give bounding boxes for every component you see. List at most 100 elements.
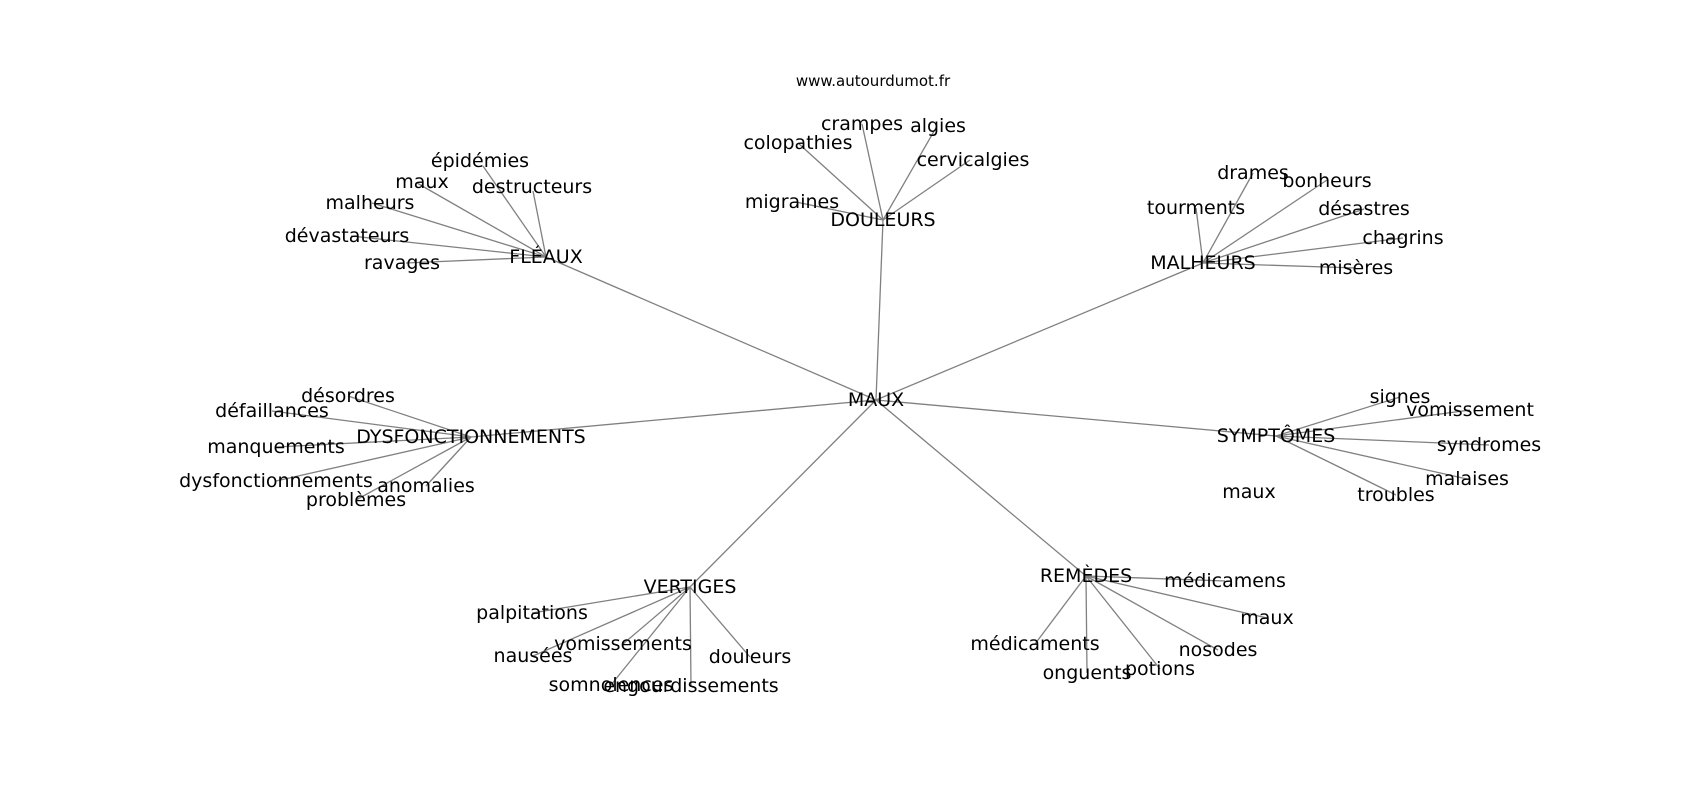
edge-dysfonctionnements-manquements bbox=[275, 436, 472, 448]
source-label: www.autourdumot.fr bbox=[796, 72, 951, 90]
edge-center-douleurs bbox=[875, 219, 884, 401]
edge-symptomes-signes bbox=[1275, 396, 1401, 437]
group-node-symptomes: SYMPTÔMES bbox=[1217, 423, 1336, 447]
edge-symptomes-troubles bbox=[1275, 435, 1397, 496]
leaf-node-malheurs-desastres: désastres bbox=[1318, 198, 1410, 220]
leaf-node-malheurs-bonheurs: bonheurs bbox=[1282, 170, 1371, 192]
edge-remedes-medicaments bbox=[1034, 575, 1087, 645]
leaf-node-remedes-nosodes: nosodes bbox=[1179, 639, 1258, 661]
edge-dysfonctionnements-problemes bbox=[355, 436, 472, 501]
leaf-node-remedes-medicaments: médicaments bbox=[970, 633, 1099, 655]
leaf-node-symptomes-signes: signes bbox=[1370, 386, 1431, 408]
edge-fleaux-ravages bbox=[405, 256, 547, 264]
edge-center-symptomes bbox=[875, 399, 1277, 437]
edge-center-fleaux bbox=[545, 256, 877, 401]
edge-vertiges-vomissements bbox=[622, 586, 691, 645]
edge-remedes-onguents bbox=[1085, 575, 1088, 674]
leaf-node-douleurs-algies: algies bbox=[910, 115, 966, 137]
edge-malheurs-chagrins bbox=[1202, 237, 1404, 264]
leaf-node-remedes-maux: maux bbox=[1240, 607, 1293, 629]
leaf-node-fleaux-destructeurs: destructeurs bbox=[472, 176, 592, 198]
leaf-node-vertiges-engourdissements: engourdissements bbox=[603, 675, 778, 697]
leaf-node-vertiges-nausees: nausées bbox=[494, 645, 573, 667]
leaf-node-douleurs-crampes: crampes bbox=[821, 113, 903, 135]
edge-symptomes-malaises bbox=[1275, 435, 1468, 480]
leaf-node-remedes-potions: potions bbox=[1125, 658, 1195, 680]
leaf-node-symptomes-malaises: malaises bbox=[1425, 468, 1509, 490]
edge-symptomes-vomissement bbox=[1275, 409, 1471, 437]
edge-malheurs-tourments bbox=[1195, 207, 1204, 264]
leaf-node-fleaux-ravages: ravages bbox=[364, 252, 440, 274]
edge-malheurs-drames bbox=[1202, 172, 1254, 264]
leaf-node-symptomes-maux: maux bbox=[1222, 481, 1275, 503]
leaf-node-dysfonctionnements-anomalies: anomalies bbox=[377, 475, 475, 497]
leaf-node-malheurs-miseres: misères bbox=[1319, 257, 1393, 279]
leaf-node-remedes-medicamens: médicamens bbox=[1164, 570, 1286, 592]
leaf-node-douleurs-colopathies: colopathies bbox=[743, 132, 852, 154]
leaf-node-vertiges-somnolences: somnolences bbox=[549, 674, 674, 696]
edge-douleurs-colopathies bbox=[797, 142, 884, 221]
edge-remedes-potions bbox=[1085, 575, 1161, 670]
leaf-node-douleurs-migraines: migraines bbox=[745, 191, 839, 213]
edge-douleurs-algies bbox=[882, 125, 938, 221]
edge-vertiges-palpitations bbox=[531, 586, 691, 614]
leaf-node-symptomes-troubles: troubles bbox=[1357, 484, 1434, 506]
edge-remedes-nosodes bbox=[1085, 575, 1219, 651]
leaf-node-vertiges-vomissements: vomissements bbox=[554, 633, 692, 655]
leaf-node-fleaux-maux: maux bbox=[395, 171, 448, 193]
leaf-node-fleaux-malheurs: malheurs bbox=[326, 192, 415, 214]
group-node-malheurs: MALHEURS bbox=[1150, 252, 1255, 274]
edge-vertiges-nausees bbox=[532, 586, 691, 657]
leaf-node-malheurs-chagrins: chagrins bbox=[1362, 227, 1443, 249]
edge-malheurs-miseres bbox=[1202, 262, 1357, 269]
leaf-node-dysfonctionnements-dysfonctionnements: dysfonctionnements bbox=[179, 470, 373, 492]
edge-fleaux-devastateurs bbox=[350, 235, 547, 258]
leaf-node-symptomes-syndromes: syndromes bbox=[1437, 434, 1541, 456]
leaf-node-malheurs-drames: drames bbox=[1217, 162, 1289, 184]
edge-fleaux-epidemies bbox=[482, 165, 547, 258]
edge-center-remedes bbox=[875, 399, 1087, 577]
edge-remedes-medicamens bbox=[1085, 575, 1226, 582]
edge-douleurs-migraines bbox=[795, 201, 884, 221]
leaf-node-vertiges-douleurs: douleurs bbox=[709, 646, 791, 668]
edge-malheurs-bonheurs bbox=[1202, 179, 1328, 264]
leaf-node-dysfonctionnements-problemes: problèmes bbox=[306, 489, 406, 511]
leaf-node-dysfonctionnements-desordres: désordres bbox=[301, 385, 395, 407]
edge-center-vertiges bbox=[689, 399, 877, 588]
leaf-node-dysfonctionnements-manquements: manquements bbox=[207, 436, 345, 458]
leaf-node-fleaux-devastateurs: dévastateurs bbox=[285, 225, 410, 247]
edge-vertiges-somnolences bbox=[610, 586, 691, 686]
leaf-node-remedes-onguents: onguents bbox=[1043, 662, 1132, 684]
group-node-remedes: REMÈDES bbox=[1040, 564, 1132, 587]
edge-dysfonctionnements-defaillances bbox=[271, 410, 472, 438]
graph-edges bbox=[271, 123, 1490, 687]
leaf-node-fleaux-epidemies: épidémies bbox=[431, 150, 529, 172]
group-node-douleurs: DOULEURS bbox=[830, 209, 935, 231]
leaf-node-dysfonctionnements-defaillances: défaillances bbox=[215, 400, 329, 422]
leaf-node-vertiges-palpitations: palpitations bbox=[476, 602, 588, 624]
edge-center-dysfonctionnements bbox=[470, 399, 877, 438]
leaf-node-douleurs-cervicalgies: cervicalgies bbox=[917, 149, 1030, 171]
edge-douleurs-cervicalgies bbox=[882, 159, 971, 221]
leaf-node-symptomes-vomissement: vomissement bbox=[1406, 399, 1534, 421]
center-node-label: MAUX bbox=[848, 389, 904, 411]
group-node-fleaux: FLÉAUX bbox=[509, 245, 582, 268]
edge-douleurs-crampes bbox=[861, 123, 884, 221]
edge-vertiges-engourdissements bbox=[689, 586, 692, 687]
edge-symptomes-syndromes bbox=[1275, 435, 1490, 446]
edge-dysfonctionnements-desordres bbox=[347, 395, 472, 438]
edge-dysfonctionnements-dysfonctionnements bbox=[275, 436, 472, 482]
group-node-dysfonctionnements: DYSFONCTIONNEMENTS bbox=[356, 426, 586, 448]
edge-fleaux-malheurs bbox=[371, 202, 547, 258]
leaf-node-malheurs-tourments: tourments bbox=[1147, 197, 1245, 219]
edge-fleaux-maux bbox=[416, 182, 547, 258]
edge-vertiges-douleurs bbox=[689, 586, 751, 658]
edge-dysfonctionnements-anomalies bbox=[425, 436, 472, 487]
edge-fleaux-destructeurs bbox=[532, 190, 547, 258]
edge-remedes-maux bbox=[1085, 575, 1268, 619]
edge-malheurs-desastres bbox=[1202, 208, 1365, 264]
group-node-vertiges: VERTIGES bbox=[644, 576, 737, 598]
edge-center-malheurs bbox=[875, 262, 1204, 401]
